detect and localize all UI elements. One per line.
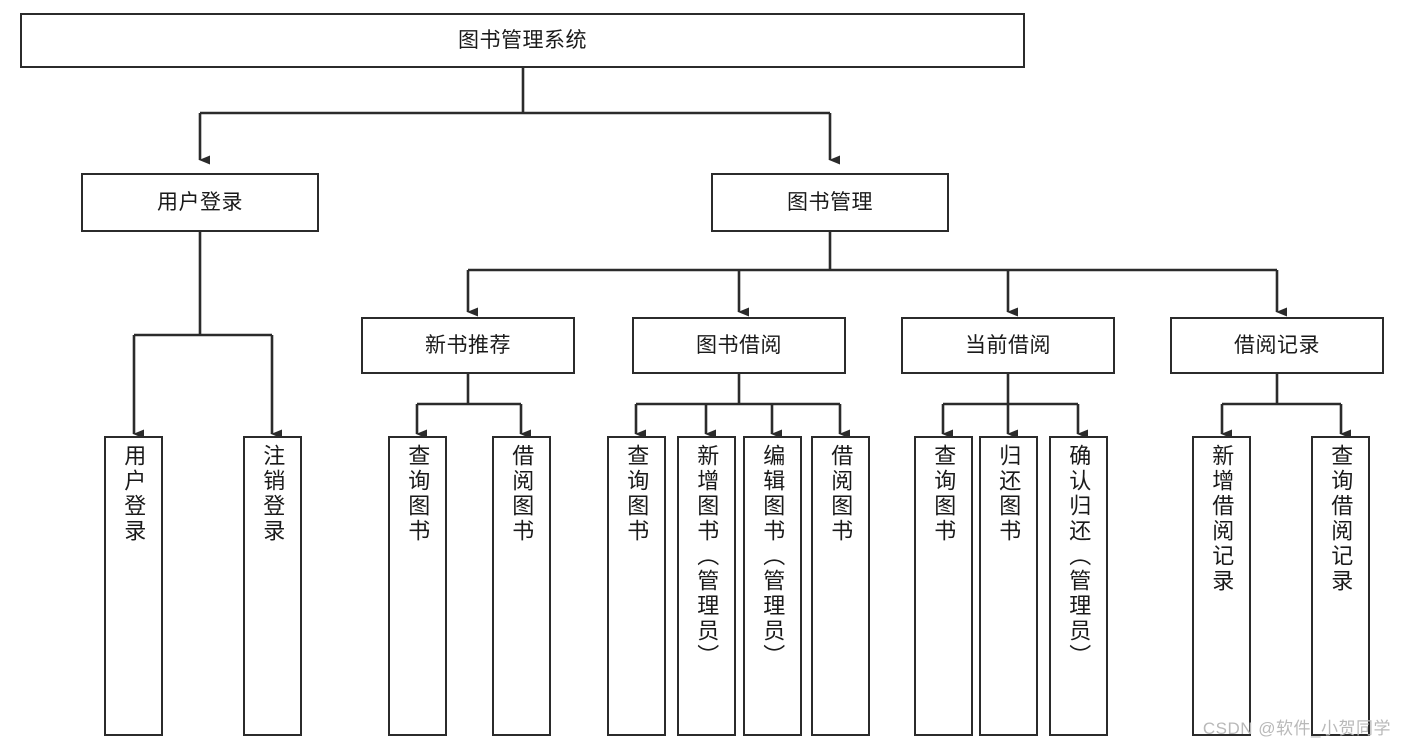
node-leaf-add-book[interactable]: 新增图书（管理员）	[677, 436, 736, 736]
node-leaf-query-book-2-label: 查询图书	[624, 444, 650, 544]
node-leaf-query-record-label: 查询借阅记录	[1328, 444, 1354, 594]
node-leaf-return-book-label: 归还图书	[996, 444, 1022, 544]
node-leaf-add-record[interactable]: 新增借阅记录	[1192, 436, 1251, 736]
node-book-borrow[interactable]: 图书借阅	[632, 317, 846, 374]
node-user-login[interactable]: 用户登录	[81, 173, 319, 232]
node-leaf-return-book[interactable]: 归还图书	[979, 436, 1038, 736]
node-root[interactable]: 图书管理系统	[20, 13, 1025, 68]
node-new-book-recommend[interactable]: 新书推荐	[361, 317, 575, 374]
node-current-borrow-label: 当前借阅	[965, 333, 1051, 357]
node-leaf-query-book-1[interactable]: 查询图书	[388, 436, 447, 736]
node-leaf-query-book-1-label: 查询图书	[405, 444, 431, 544]
node-leaf-query-book-3[interactable]: 查询图书	[914, 436, 973, 736]
node-book-manage-label: 图书管理	[787, 190, 873, 214]
node-leaf-confirm-return-label: 确认归还（管理员）	[1066, 444, 1092, 669]
node-borrow-record[interactable]: 借阅记录	[1170, 317, 1384, 374]
watermark: CSDN @软件_小贺同学	[1202, 719, 1391, 738]
node-current-borrow[interactable]: 当前借阅	[901, 317, 1115, 374]
node-new-book-recommend-label: 新书推荐	[425, 333, 511, 357]
node-leaf-borrow-book-1-label: 借阅图书	[509, 444, 535, 544]
node-leaf-query-record[interactable]: 查询借阅记录	[1311, 436, 1370, 736]
node-leaf-user-logout-label: 注销登录	[260, 444, 286, 544]
node-book-manage[interactable]: 图书管理	[711, 173, 949, 232]
node-user-login-label: 用户登录	[157, 190, 243, 214]
node-leaf-user-login[interactable]: 用户登录	[104, 436, 163, 736]
node-borrow-record-label: 借阅记录	[1234, 333, 1320, 357]
node-book-borrow-label: 图书借阅	[696, 333, 782, 357]
node-leaf-edit-book[interactable]: 编辑图书（管理员）	[743, 436, 802, 736]
node-leaf-user-logout[interactable]: 注销登录	[243, 436, 302, 736]
node-leaf-add-record-label: 新增借阅记录	[1209, 444, 1235, 594]
node-leaf-borrow-book-1[interactable]: 借阅图书	[492, 436, 551, 736]
node-root-label: 图书管理系统	[458, 28, 587, 52]
node-leaf-edit-book-label: 编辑图书（管理员）	[760, 444, 786, 669]
node-leaf-query-book-2[interactable]: 查询图书	[607, 436, 666, 736]
node-leaf-add-book-label: 新增图书（管理员）	[694, 444, 720, 669]
node-leaf-borrow-book-2-label: 借阅图书	[828, 444, 854, 544]
node-leaf-borrow-book-2[interactable]: 借阅图书	[811, 436, 870, 736]
node-leaf-user-login-label: 用户登录	[121, 444, 147, 544]
node-leaf-confirm-return[interactable]: 确认归还（管理员）	[1049, 436, 1108, 736]
node-leaf-query-book-3-label: 查询图书	[931, 444, 957, 544]
